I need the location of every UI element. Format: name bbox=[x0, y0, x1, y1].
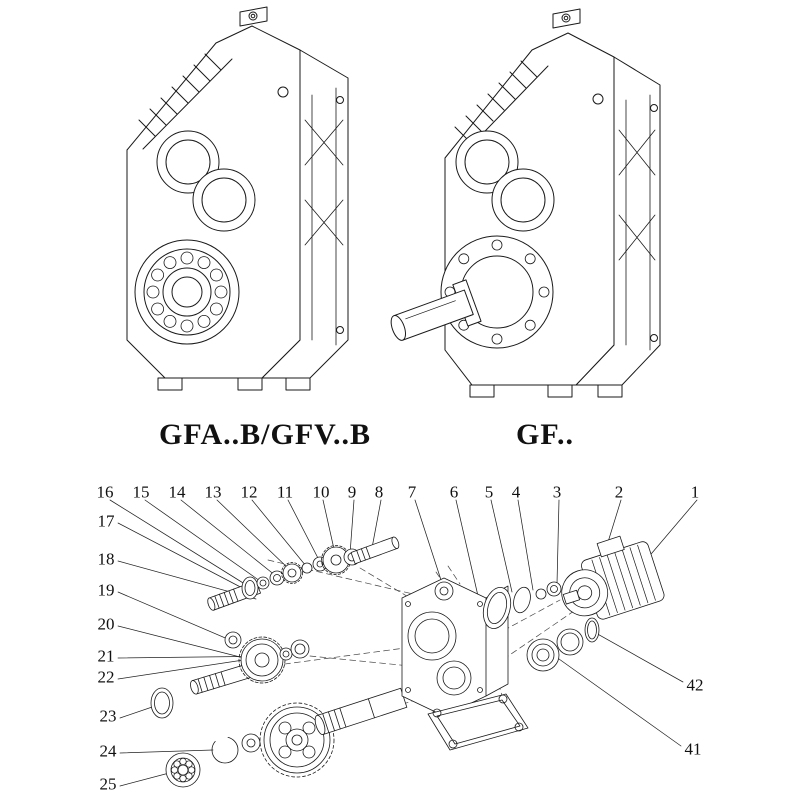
callout-21: 21 bbox=[97, 646, 115, 666]
callout-18: 18 bbox=[97, 549, 115, 569]
gearbox-right-drawing bbox=[390, 8, 661, 398]
callout-15: 15 bbox=[132, 482, 150, 502]
input-shaft-parts bbox=[207, 536, 400, 611]
callout-24: 24 bbox=[99, 741, 117, 761]
output-side-bearing-parts bbox=[526, 617, 600, 672]
callout-16: 16 bbox=[96, 482, 114, 502]
callout-17: 17 bbox=[97, 511, 115, 531]
callout-13: 13 bbox=[204, 482, 222, 502]
callout-20: 20 bbox=[97, 614, 115, 634]
callout-4: 4 bbox=[511, 482, 521, 502]
callout-10: 10 bbox=[312, 482, 330, 502]
callout-42: 42 bbox=[686, 675, 704, 695]
housing-part bbox=[401, 577, 509, 717]
motor-part bbox=[561, 535, 665, 620]
gearbox-left-drawing bbox=[126, 6, 349, 391]
callout-11: 11 bbox=[276, 482, 294, 502]
callout-6: 6 bbox=[449, 482, 459, 502]
flange-plate-part bbox=[427, 693, 529, 751]
callout-19: 19 bbox=[97, 580, 115, 600]
callout-12: 12 bbox=[240, 482, 258, 502]
callout-8: 8 bbox=[374, 482, 384, 502]
callout-9: 9 bbox=[347, 482, 357, 502]
callout-23: 23 bbox=[99, 706, 117, 726]
callout-41: 41 bbox=[684, 739, 702, 759]
callout-3: 3 bbox=[552, 482, 562, 502]
intermediate-gear-parts bbox=[150, 631, 310, 719]
model-label-gfab-gfvb: GFA..B/GFV..B bbox=[159, 418, 371, 451]
callout-22: 22 bbox=[97, 667, 115, 687]
callout-14: 14 bbox=[168, 482, 186, 502]
callout-5: 5 bbox=[484, 482, 494, 502]
callout-1: 1 bbox=[690, 482, 700, 502]
callout-7: 7 bbox=[407, 482, 417, 502]
output-shaft-parts bbox=[165, 687, 408, 788]
callout-2: 2 bbox=[614, 482, 624, 502]
model-label-gf: GF.. bbox=[516, 418, 574, 451]
exploded-view-drawing bbox=[109, 499, 698, 788]
callout-25: 25 bbox=[99, 774, 117, 794]
